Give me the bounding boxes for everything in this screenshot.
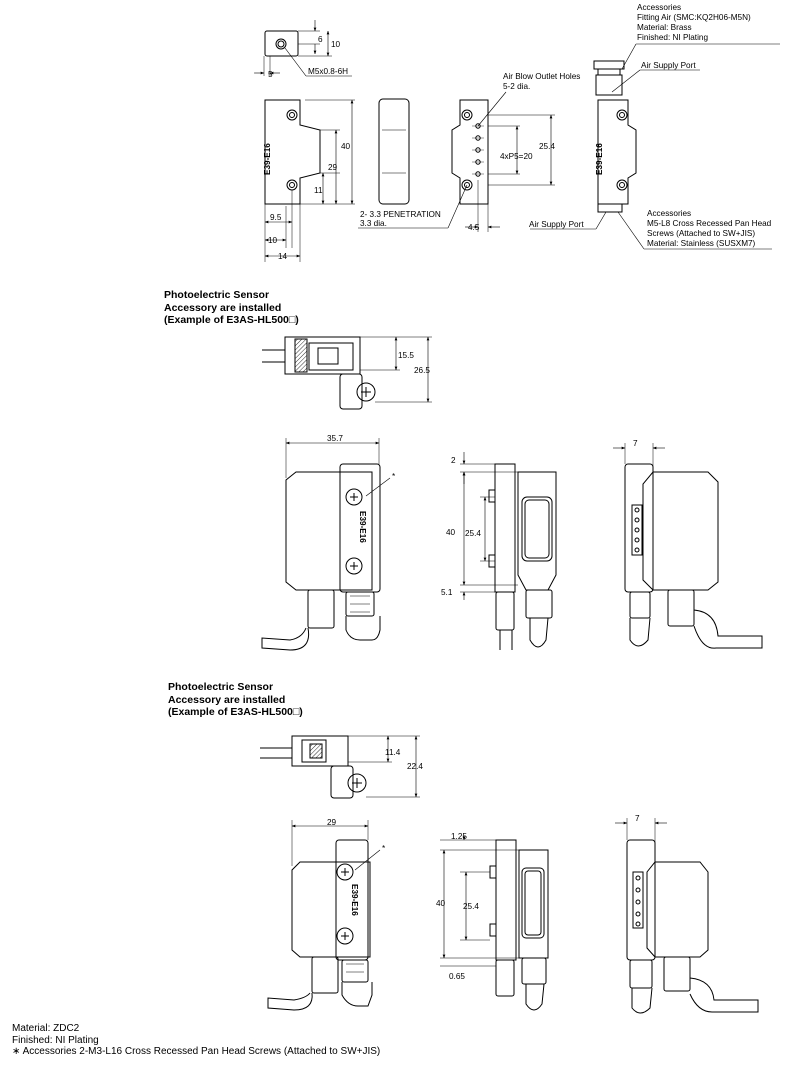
dim-25-4: 25.4 xyxy=(539,142,555,151)
s1-dim-7: 7 xyxy=(633,439,638,448)
s2-dim-11-4: 11.4 xyxy=(385,748,401,757)
s2-side-view xyxy=(440,836,549,1011)
penetration-label-2: 3.3 dia. xyxy=(360,219,387,228)
s1-heading-line-3: (Example of E3AS-HL500□) xyxy=(164,314,299,326)
s2-dim-29: 29 xyxy=(327,818,337,827)
s1-dim-26-5: 26.5 xyxy=(414,366,430,375)
s2-heading: Photoelectric Sensor Accessory are insta… xyxy=(168,681,303,719)
air-supply-port-bottom: Air Supply Port xyxy=(529,220,584,229)
s2-heading-line-2: Accessory are installed xyxy=(168,693,286,706)
s2-heading-line-1: Photoelectric Sensor xyxy=(168,681,274,693)
s2-dim-1-25: 1.25 xyxy=(451,832,467,841)
s1-heading-line-2: Accessory are installed xyxy=(164,301,282,314)
accessories-bottom-4: Material: Stainless (SUSXM7) xyxy=(647,239,756,248)
bracket-top-view xyxy=(254,20,352,77)
accessories-top-4: Finished: NI Plating xyxy=(637,33,708,42)
note-material: Material: ZDC2 xyxy=(12,1023,80,1034)
note-finish: Finished: NI Plating xyxy=(12,1034,99,1046)
s2-heading-line-3: (Example of E3AS-HL500□) xyxy=(168,706,303,718)
s2-front-view xyxy=(267,820,381,1011)
s1-dim-40: 40 xyxy=(446,528,456,537)
accessories-bottom-1: Accessories xyxy=(647,209,691,218)
dim-4-5: 4.5 xyxy=(468,223,480,232)
s1-dim-2: 2 xyxy=(451,456,456,465)
note-accessories: ∗ Accessories 2-M3-L16 Cross Recessed Pa… xyxy=(12,1046,381,1057)
s2-dim-40: 40 xyxy=(436,899,446,908)
bracket-rear-view xyxy=(358,91,555,232)
s2-engraving: E39-E16 xyxy=(350,884,359,916)
s2-dim-7: 7 xyxy=(635,814,640,823)
s1-side-view xyxy=(460,452,557,650)
s1-front-view xyxy=(261,438,391,651)
s2-dim-22-4: 22.4 xyxy=(407,762,423,771)
bracket-with-fittings xyxy=(530,43,780,250)
bracket-engraving: E39-E16 xyxy=(263,143,272,175)
dim-29: 29 xyxy=(328,163,338,172)
dim-40: 40 xyxy=(341,142,351,151)
s2-top-view xyxy=(260,735,420,799)
accessories-top-3: Material: Brass xyxy=(637,23,692,32)
s1-rear-view xyxy=(613,443,763,649)
accessories-top-1: Accessories xyxy=(637,3,681,12)
dim-9-5: 9.5 xyxy=(270,213,282,222)
air-blow-label-1: Air Blow Outlet Holes xyxy=(503,72,580,81)
penetration-label-1: 2- 3.3 PENETRATION xyxy=(360,210,441,219)
dim-11: 11 xyxy=(314,186,323,195)
s1-dim-5-1: 5.1 xyxy=(441,588,453,597)
s2-dim-0-65: 0.65 xyxy=(449,972,465,981)
s1-star: * xyxy=(392,472,396,481)
s1-heading: Photoelectric Sensor Accessory are insta… xyxy=(164,289,299,327)
accessories-bottom-3: Screws (Attached to SW+JIS) xyxy=(647,229,755,238)
dim-top-10: 10 xyxy=(331,40,341,49)
fitting-bracket-engraving: E39-E16 xyxy=(595,143,604,175)
s2-dim-25-4: 25.4 xyxy=(463,902,479,911)
dim-14: 14 xyxy=(278,252,288,261)
bracket-front-view xyxy=(264,99,355,262)
s2-rear-view xyxy=(615,818,759,1014)
dim-pitch: 4xP5=20 xyxy=(500,152,533,161)
s1-dim-25-4: 25.4 xyxy=(465,529,481,538)
s1-heading-line-1: Photoelectric Sensor xyxy=(164,289,270,301)
accessories-bottom-2: M5-L8 Cross Recessed Pan Head xyxy=(647,219,772,228)
thread-callout: M5x0.8-6H xyxy=(308,67,348,76)
air-blow-label-2: 5-2 dia. xyxy=(503,82,530,91)
s1-engraving: E39-E16 xyxy=(358,511,367,543)
s1-dim-15-5: 15.5 xyxy=(398,351,414,360)
dim-top-5: 5 xyxy=(268,70,273,79)
dim-10: 10 xyxy=(268,236,278,245)
s1-dim-35-7: 35.7 xyxy=(327,434,343,443)
material-notes: Material: ZDC2 Finished: NI Plating ∗ Ac… xyxy=(12,1023,380,1058)
accessories-top-2: Fitting Air (SMC:KQ2H06-M5N) xyxy=(637,13,751,22)
s2-star: * xyxy=(382,844,386,853)
bracket-side-view xyxy=(378,98,410,205)
air-supply-port-top: Air Supply Port xyxy=(641,61,696,70)
s1-top-view xyxy=(262,336,432,410)
dim-top-6: 6 xyxy=(318,35,323,44)
